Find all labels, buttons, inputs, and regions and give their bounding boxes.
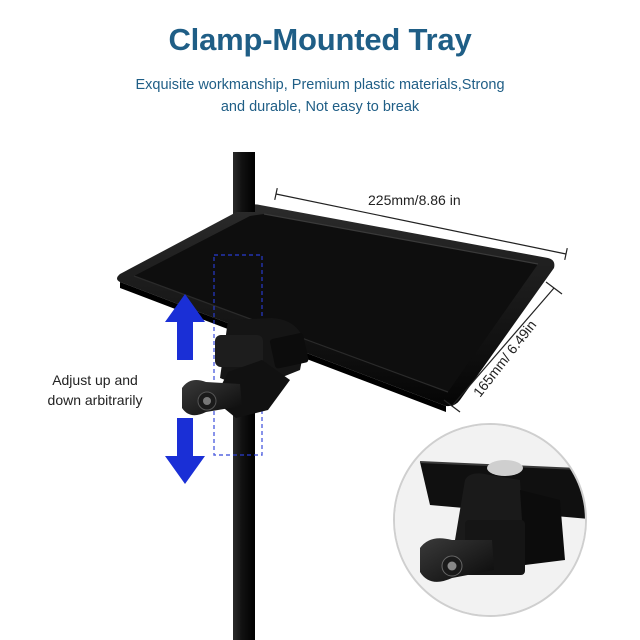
arrow-down-icon: [165, 418, 205, 484]
width-dimension: 225mm/8.86 in: [274, 188, 568, 260]
subtitle-line-1: Exquisite workmanship, Premium plastic m…: [135, 77, 505, 93]
arrow-up-icon: [165, 294, 205, 360]
page-title: Clamp-Mounted Tray: [168, 22, 472, 57]
clamp: [214, 318, 309, 418]
clamp-detail-zoom: [393, 423, 587, 617]
adjust-line-2: down arbitrarily: [47, 392, 143, 408]
clamp-knob: [182, 380, 242, 416]
adjust-label: Adjust up and down arbitrarily: [30, 370, 160, 410]
width-label: 225mm/8.86 in: [368, 192, 461, 208]
adjust-line-1: Adjust up and: [52, 372, 138, 388]
subtitle: Exquisite workmanship, Premium plastic m…: [110, 74, 530, 118]
subtitle-line-2: and durable, Not easy to break: [220, 99, 420, 115]
